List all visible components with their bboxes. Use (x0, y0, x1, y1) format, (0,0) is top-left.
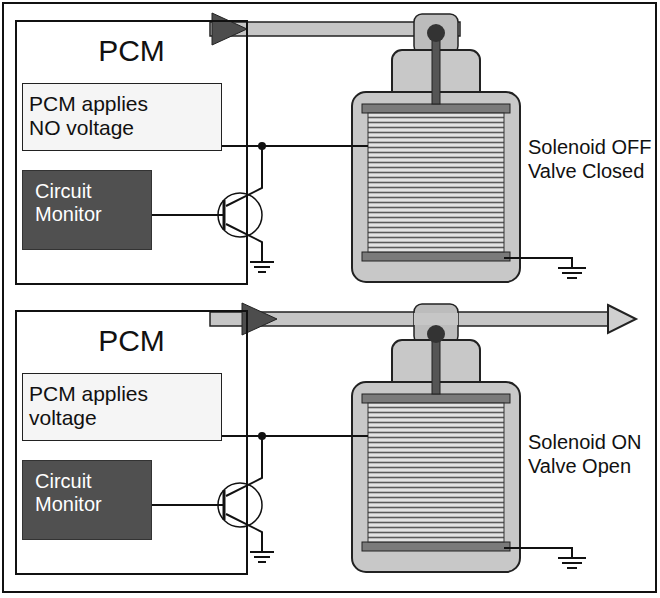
ground-symbol (258, 561, 266, 563)
coil-end-plate (362, 394, 510, 403)
solenoid-body (352, 92, 520, 282)
ground-symbol (558, 557, 586, 559)
control-wire (222, 145, 368, 147)
collector-wire (226, 146, 262, 206)
solenoid-state-label: Solenoid ON Valve Open (528, 430, 655, 478)
base-wire (150, 214, 224, 216)
outer-frame (3, 3, 656, 592)
open-passage (414, 313, 458, 325)
control-wire (222, 435, 368, 437)
solenoid-state-label: Solenoid OFF Valve Closed (528, 135, 655, 183)
monitor-title: Circuit Monitor (35, 470, 139, 516)
valve-ball (427, 24, 445, 42)
pcm-output-box: PCM applies NO voltage (22, 83, 222, 151)
ground-symbol (558, 267, 586, 269)
ground-symbol (250, 261, 274, 263)
ground-wire (504, 258, 572, 268)
valve-housing (414, 304, 458, 344)
output-state: PCM applies voltage (29, 382, 179, 429)
flow-arrow (608, 305, 636, 333)
ground-symbol (250, 551, 274, 553)
base-wire (150, 504, 224, 506)
solenoid-coil (368, 113, 504, 252)
transistor-base (223, 490, 226, 520)
valve-ball (427, 325, 445, 343)
pcm-output-box: PCM applies voltage (22, 373, 222, 441)
collector-wire (226, 436, 262, 496)
ground-symbol (254, 266, 270, 268)
module-heading: PCM (98, 34, 165, 69)
transistor-base (223, 200, 226, 230)
monitor-title: Circuit Monitor (35, 180, 139, 226)
solenoid-coil (368, 403, 504, 542)
valve-stem (432, 336, 440, 394)
valve-stem (432, 38, 440, 104)
circuit-monitor-box: Circuit Monitor (22, 170, 152, 250)
emitter-wire (226, 514, 262, 552)
ground-symbol (258, 271, 266, 273)
coil-end-plate (362, 542, 510, 551)
ground-symbol (567, 277, 577, 279)
pcm-module: PCM PCM applies NO voltageCircuit Monitor (15, 20, 248, 285)
ground-symbol (254, 556, 270, 558)
circuit-monitor-box: Circuit Monitor (22, 460, 152, 540)
coil-end-plate (362, 104, 510, 113)
pcm-module: PCM PCM applies voltageCircuit Monitor (15, 310, 248, 575)
coil-end-plate (362, 252, 510, 261)
flow-arrow (212, 13, 247, 45)
ground-symbol (562, 272, 582, 274)
emitter-wire (226, 224, 262, 262)
module-heading: PCM (98, 324, 165, 359)
ground-symbol (562, 562, 582, 564)
solenoid-body (352, 382, 520, 572)
ground-symbol (567, 567, 577, 569)
output-state: PCM applies NO voltage (29, 92, 179, 139)
ground-wire (504, 548, 572, 558)
